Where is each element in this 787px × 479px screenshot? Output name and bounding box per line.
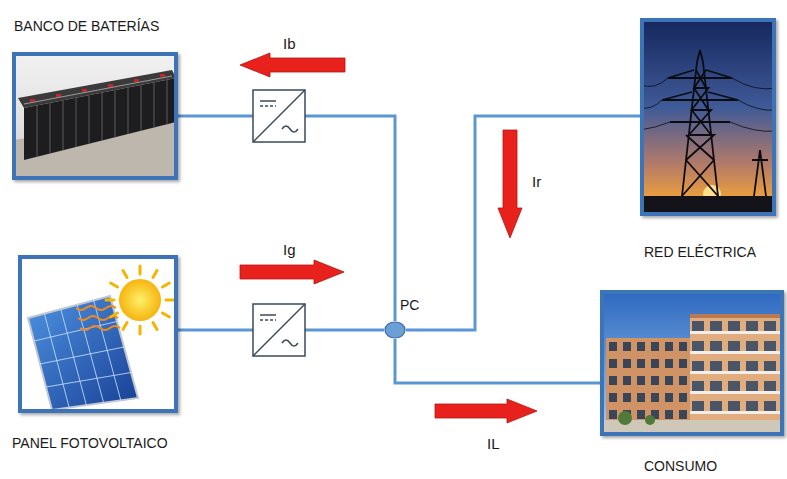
inverter-symbol: [253, 90, 305, 142]
image-frame: RED ELÉCTRICA: [640, 18, 776, 216]
image-frame: PANEL FOTOVOLTAICO: [18, 255, 178, 413]
current-label: Ib: [283, 35, 296, 53]
inverter-symbol: [253, 304, 305, 356]
power-line: [178, 116, 395, 321]
node-heading: PANEL FOTOVOLTAICO: [12, 435, 168, 452]
current-label: Ig: [283, 241, 296, 259]
current-arrow: [240, 53, 537, 423]
current-label: Ir: [532, 173, 541, 191]
node-heading: CONSUMO: [644, 458, 717, 475]
image-frame: BANCO DE BATERÍAS: [12, 52, 178, 180]
node-heading: PC: [400, 297, 419, 314]
current-label: IL: [487, 435, 500, 453]
image-frame: CONSUMO: [600, 290, 784, 436]
solar-panel-illustration: [18, 255, 178, 413]
connection-point: PC: [384, 321, 406, 339]
building-illustration: [600, 290, 784, 436]
power-line: [395, 339, 600, 383]
junction-circle: [384, 321, 406, 339]
node-heading: BANCO DE BATERÍAS: [14, 18, 159, 35]
battery-illustration: [12, 52, 178, 180]
node-heading: RED ELÉCTRICA: [644, 244, 756, 261]
power-grid-illustration: [640, 18, 776, 216]
